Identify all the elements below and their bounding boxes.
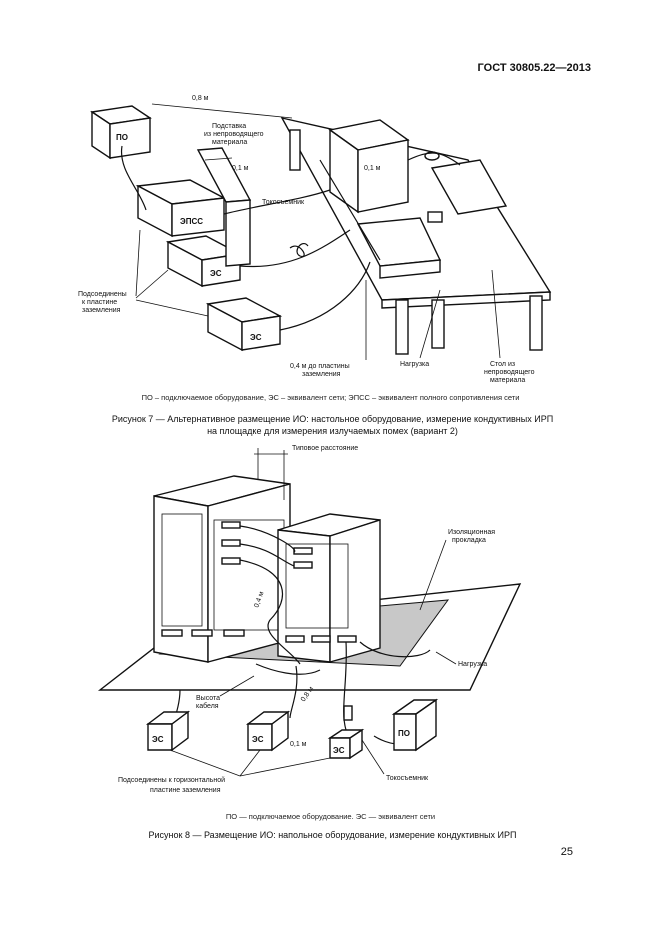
fig8-load: Нагрузка [458,661,487,668]
fig8-cable-height-1: Высота [196,695,220,702]
fig8-es-box-3: ЭС [327,728,365,760]
fig7-table-2: непроводящего [484,369,535,376]
fig7-dist-01a: 0,1 м [232,165,249,172]
fig8-caption: Рисунок 8 — Размещение ИО: напольное обо… [148,830,517,840]
fig7-po-box: ПО [90,105,152,160]
fig7-label-podstavka-3: материала [212,139,247,146]
fig8-cabinet-large [153,475,291,663]
fig7-epss-box: ЭПСС [135,179,227,238]
fig8-tokos: Токосъемник [386,775,429,782]
fig7-label-podstavka-1: Подставка [212,123,246,130]
fig7-load: Нагрузка [400,361,429,368]
fig8-cabinet-small [277,513,381,663]
fig7-es-label-2: ЭС [250,333,262,342]
fig7-tokos: Токосъемник [262,199,305,206]
fig8-connected-1: Подсоединены к горизонтальной [118,776,225,784]
fig8-po-label: ПО [398,729,410,738]
fig7-connected-2: к пластине [82,299,117,306]
fig7-es-box-2: ЭС [205,297,283,352]
fig7-dist-08: 0,8 м [192,95,209,102]
fig7-dist-01b: 0,1 м [364,165,381,172]
fig7-connected-3: заземления [82,307,121,314]
figure-8-diagram: Типовое расстояние ЭС ЭС ЭС ПО 0,4 м Изо… [97,445,522,794]
fig8-es-label-2: ЭС [252,735,264,744]
fig7-dist-04-1: 0,4 м до пластины [290,363,350,370]
fig8-cable-height-2: кабеля [196,702,219,710]
fig7-table-1: Стол из [490,361,515,368]
page-number: 25 [560,846,573,858]
fig8-po-box: ПО [391,698,439,752]
fig7-legend: ПО – подключаемое оборудование, ЭС – экв… [141,393,520,402]
figure-7-diagram: 0,8 м ПО ЭПСС ЭС ЭС [78,95,552,384]
fig8-es-label-3: ЭС [333,746,345,755]
fig8-legend: ПО — подключаемое оборудование. ЭС — экв… [225,812,436,821]
fig7-label-podstavka-2: из непроводящего [204,131,264,138]
fig7-es-label-1: ЭС [210,269,222,278]
standard-header: ГОСТ 30805.22—2013 [477,62,591,74]
fig7-po-label: ПО [116,133,128,142]
fig8-es-box-2: ЭС [245,710,291,752]
fig7-connected-1: Подсоединены [78,291,127,298]
fig7-epss-label: ЭПСС [180,217,203,226]
fig8-typical: Типовое расстояние [292,445,358,452]
fig7-eut [328,119,508,279]
fig8-es-box-1: ЭС [145,710,191,752]
fig8-insulating-1: Изоляционная [448,529,495,536]
fig7-table-3: материала [490,377,525,384]
fig8-connected-2: пластине заземления [150,787,221,794]
fig8-es-label-1: ЭС [152,735,164,744]
fig7-stand [196,147,252,267]
fig8-dist-01: 0,1 м [290,741,307,748]
fig7-dist-04-2: заземления [302,371,341,378]
fig7-caption-2: на площадке для измерения излучаемых пом… [207,426,458,436]
fig7-caption-1: Рисунок 7 — Альтернативное размещение ИО… [111,414,554,424]
fig8-insulating-2: прокладка [452,537,486,544]
